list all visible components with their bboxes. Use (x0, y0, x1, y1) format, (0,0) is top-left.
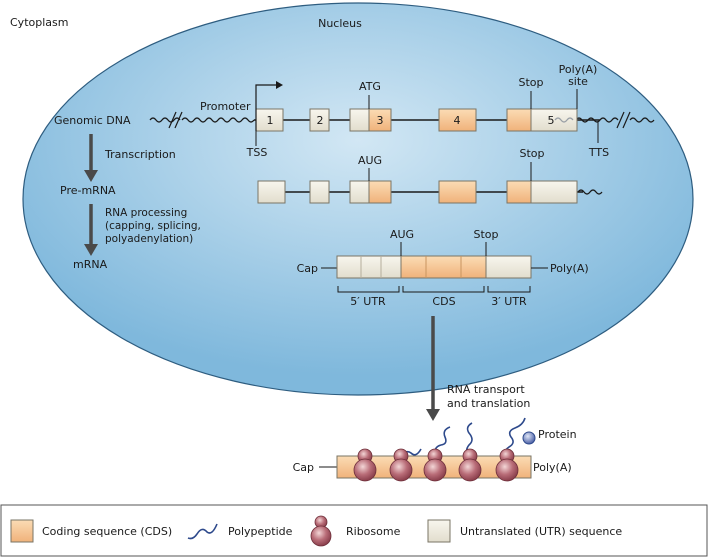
pre-mrna-exon-3-cds (368, 180, 392, 204)
mrna-cap-label: Cap (297, 262, 318, 275)
mrna-stop-label: Stop (473, 228, 498, 241)
legend-utr-label: Untranslated (UTR) sequence (460, 525, 622, 538)
dna-stop-label: Stop (518, 76, 543, 89)
ribosome-4 (458, 448, 482, 482)
mrna-5utr-block (336, 255, 402, 279)
polya-site-label-1: Poly(A) (559, 63, 598, 76)
utr5-label: 5′ UTR (350, 295, 386, 308)
exon-4 (438, 108, 477, 132)
exon-3-cds (368, 108, 392, 132)
genomic-dna-label: Genomic DNA (54, 114, 131, 127)
exon-2 (309, 108, 330, 132)
exon-1-label: 1 (267, 114, 274, 127)
transport-label-2: and translation (447, 397, 530, 410)
promoter-label: Promoter (200, 100, 251, 113)
ribosome-2 (389, 448, 413, 482)
legend-ribosome-icon (310, 515, 332, 547)
transcription-arrow (84, 134, 98, 182)
exon-5-utr (530, 108, 578, 132)
mrna-polya-label: Poly(A) (550, 262, 589, 275)
legend-cds-swatch (10, 519, 34, 543)
exon-5-polya-signal (554, 117, 574, 123)
pre-mrna-exon-5-cds (506, 180, 532, 204)
exon-5-cds (506, 108, 532, 132)
exon-3-utr (349, 108, 370, 132)
pre-mrna-label: Pre-mRNA (60, 184, 116, 197)
pre-mrna-exon-4 (438, 180, 477, 204)
cds-bracket (402, 286, 485, 293)
pre-mrna-exon-3-utr (349, 180, 370, 204)
legend-ribosome-label: Ribosome (346, 525, 401, 538)
pre-mrna-stop-label: Stop (519, 147, 544, 160)
pre-mrna-exon-5-utr (530, 180, 578, 204)
exon-5-label: 5 (548, 114, 555, 127)
translation-cap-label: Cap (293, 461, 314, 474)
transcription-label: Transcription (104, 148, 176, 161)
mrna-aug-label: AUG (390, 228, 414, 241)
rna-processing-label: RNA processing (capping, splicing, polya… (105, 207, 201, 245)
nucleus-label: Nucleus (318, 17, 362, 30)
protein-icon (522, 431, 536, 445)
legend-polypeptide-label: Polypeptide (228, 525, 293, 538)
atg-label: ATG (359, 80, 381, 93)
rna-processing-arrow (84, 204, 98, 256)
legend-frame (0, 504, 708, 557)
pre-mrna-exon-2 (309, 180, 330, 204)
translation-polya-label: Poly(A) (533, 461, 572, 474)
tss-label: TSS (246, 146, 268, 159)
legend-polypeptide-icon (187, 523, 218, 540)
exon-2-label: 2 (317, 114, 324, 127)
ribosome-3 (423, 448, 447, 482)
polya-site-label-2: site (568, 75, 588, 88)
exon-4-label: 4 (454, 114, 461, 127)
ribosome-5 (495, 448, 519, 482)
pre-mrna-exon-1 (257, 180, 286, 204)
pre-mrna-polya-tail (577, 189, 603, 195)
mrna-label: mRNA (73, 258, 108, 271)
transport-label-1: RNA transport (447, 383, 525, 396)
utr5-bracket (337, 286, 400, 293)
ribosome-1 (353, 448, 377, 482)
utr3-bracket (487, 286, 531, 293)
utr3-label: 3′ UTR (491, 295, 527, 308)
legend: Coding sequence (CDS) Polypeptide Riboso… (0, 504, 708, 557)
promoter-arrow-icon (255, 81, 283, 131)
mrna-3utr-block (485, 255, 532, 279)
rna-processing-line-1: RNA processing (105, 207, 187, 219)
legend-utr-swatch (427, 519, 451, 543)
cds-label: CDS (432, 295, 455, 308)
legend-cds-label: Coding sequence (CDS) (42, 525, 172, 538)
rna-transport-arrow (426, 316, 440, 421)
rna-processing-line-2: (capping, splicing, (105, 220, 201, 232)
pre-mrna-aug-label: AUG (358, 154, 382, 167)
cytoplasm-label: Cytoplasm (10, 16, 68, 29)
exon-3-label: 3 (377, 114, 384, 127)
tts-label: TTS (588, 146, 609, 159)
mrna-cds-block (400, 255, 487, 279)
rna-processing-line-3: polyadenylation) (105, 233, 193, 245)
protein-label: Protein (538, 428, 577, 441)
